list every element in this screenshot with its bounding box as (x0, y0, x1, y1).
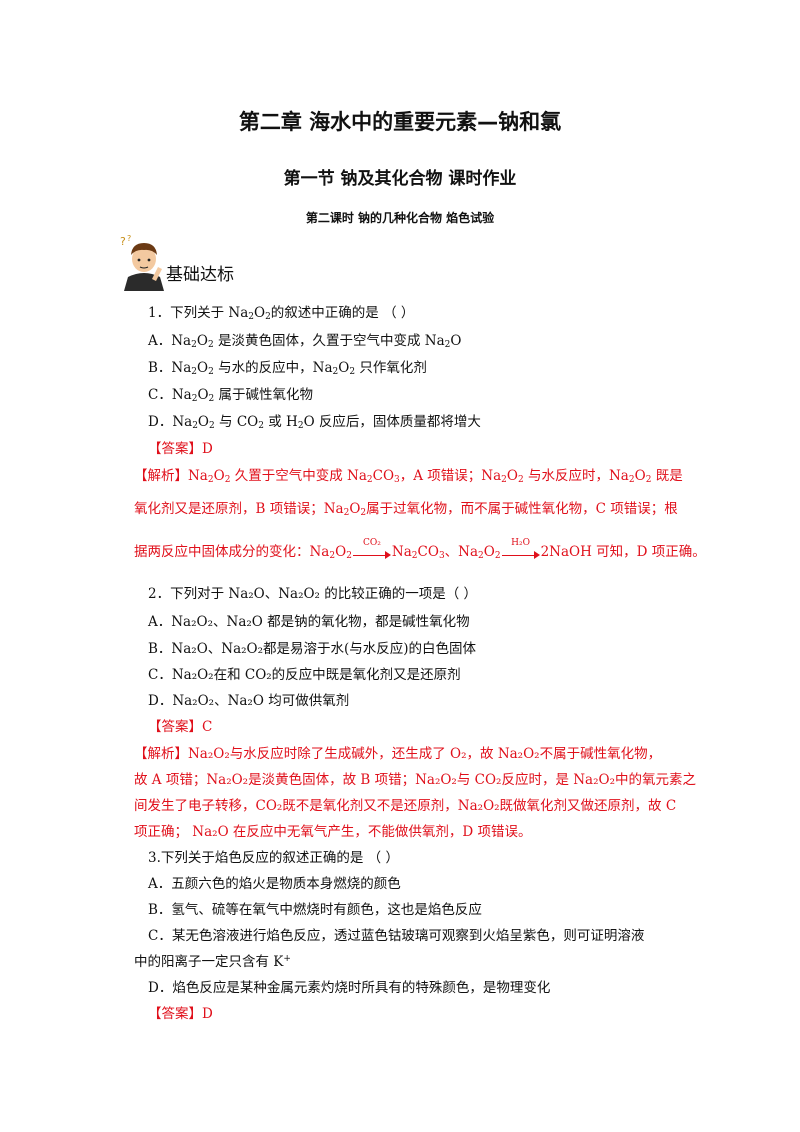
q3-answer: 【答案】D (148, 1006, 213, 1022)
q1-answer: 【答案】D (148, 441, 213, 457)
q2-analysis-line-1: 【解析】Na₂O₂与水反应时除了生成碱外，还生成了 O₂，故 Na₂O₂不属于碱… (134, 746, 662, 762)
q3-option-b: B．氢气、硫等在氧气中燃烧时有颜色，这也是焰色反应 (148, 902, 482, 918)
q2-option-b: B．Na₂O、Na₂O₂都是易溶于水(与水反应)的白色固体 (148, 641, 477, 657)
q3-option-a: A．五颜六色的焰火是物质本身燃烧的颜色 (148, 876, 401, 892)
section-title: 第一节 钠及其化合物 课时作业 (283, 169, 517, 189)
q1-option-d: D．Na2O2 与 CO2 或 H2O 反应后，固体质量都将增大 (148, 414, 481, 431)
q1-option-b: B．Na2O2 与水的反应中，Na2O2 只作氧化剂 (148, 360, 427, 377)
reaction-arrow-h2o: H₂O (501, 538, 540, 559)
q2-stem: 2．下列对于 Na₂O、Na₂O₂ 的比较正确的一项是（ ） (148, 586, 478, 602)
q1-analysis-line-2: 氧化剂又是还原剂，B 项错误；Na2O2属于过氧化物，而不属于碱性氧化物，C 项… (134, 501, 678, 518)
q2-analysis-line-4: 项正确； Na₂O 在反应中无氧气产生，不能做供氧剂，D 项错误。 (134, 824, 532, 840)
q1-option-a: A．Na2O2 是淡黄色固体，久置于空气中变成 Na2O (148, 333, 462, 350)
svg-text:?: ? (127, 234, 131, 243)
q2-answer: 【答案】C (148, 719, 213, 735)
section-header: ? ? 基础达标 (118, 233, 278, 293)
svg-text:?: ? (120, 235, 126, 248)
q3-option-c-line-1: C．某无色溶液进行焰色反应，透过蓝色钴玻璃可观察到火焰呈紫色，则可证明溶液 (148, 928, 645, 944)
q2-option-a: A．Na₂O₂、Na₂O 都是钠的氧化物，都是碱性氧化物 (148, 614, 470, 630)
reaction-arrow-co2: CO₂ (352, 538, 391, 559)
q1-option-c: C．Na2O2 属于碱性氧化物 (148, 387, 314, 404)
lesson-title: 第二课时 钠的几种化合物 焰色试验 (305, 211, 495, 225)
q3-stem: 3.下列关于焰色反应的叙述正确的是 （ ） (148, 850, 399, 866)
chapter-title: 第二章 海水中的重要元素—钠和氯 (238, 110, 562, 134)
q2-analysis-line-3: 间发生了电子转移，CO₂既不是氧化剂又不是还原剂，Na₂O₂既做氧化剂又做还原剂… (134, 798, 677, 814)
section-label: 基础达标 (166, 265, 234, 285)
q3-option-d: D．焰色反应是某种金属元素灼烧时所具有的特殊颜色，是物理变化 (148, 980, 551, 996)
q1-analysis-line-1: 【解析】Na2O2 久置于空气中变成 Na2CO3，A 项错误；Na2O2 与水… (134, 468, 683, 485)
q2-analysis-line-2: 故 A 项错；Na₂O₂是淡黄色固体，故 B 项错；Na₂O₂与 CO₂反应时，… (134, 772, 696, 788)
q2-option-d: D．Na₂O₂、Na₂O 均可做供氧剂 (148, 693, 350, 709)
q1-stem: 1．下列关于 Na2O2的叙述中正确的是 （ ） (148, 305, 415, 322)
thinking-student-icon: ? ? (120, 234, 164, 291)
q2-option-c: C．Na₂O₂在和 CO₂的反应中既是氧化剂又是还原剂 (148, 667, 461, 683)
q3-option-c-line-2: 中的阳离子一定只含有 K+ (134, 954, 291, 970)
